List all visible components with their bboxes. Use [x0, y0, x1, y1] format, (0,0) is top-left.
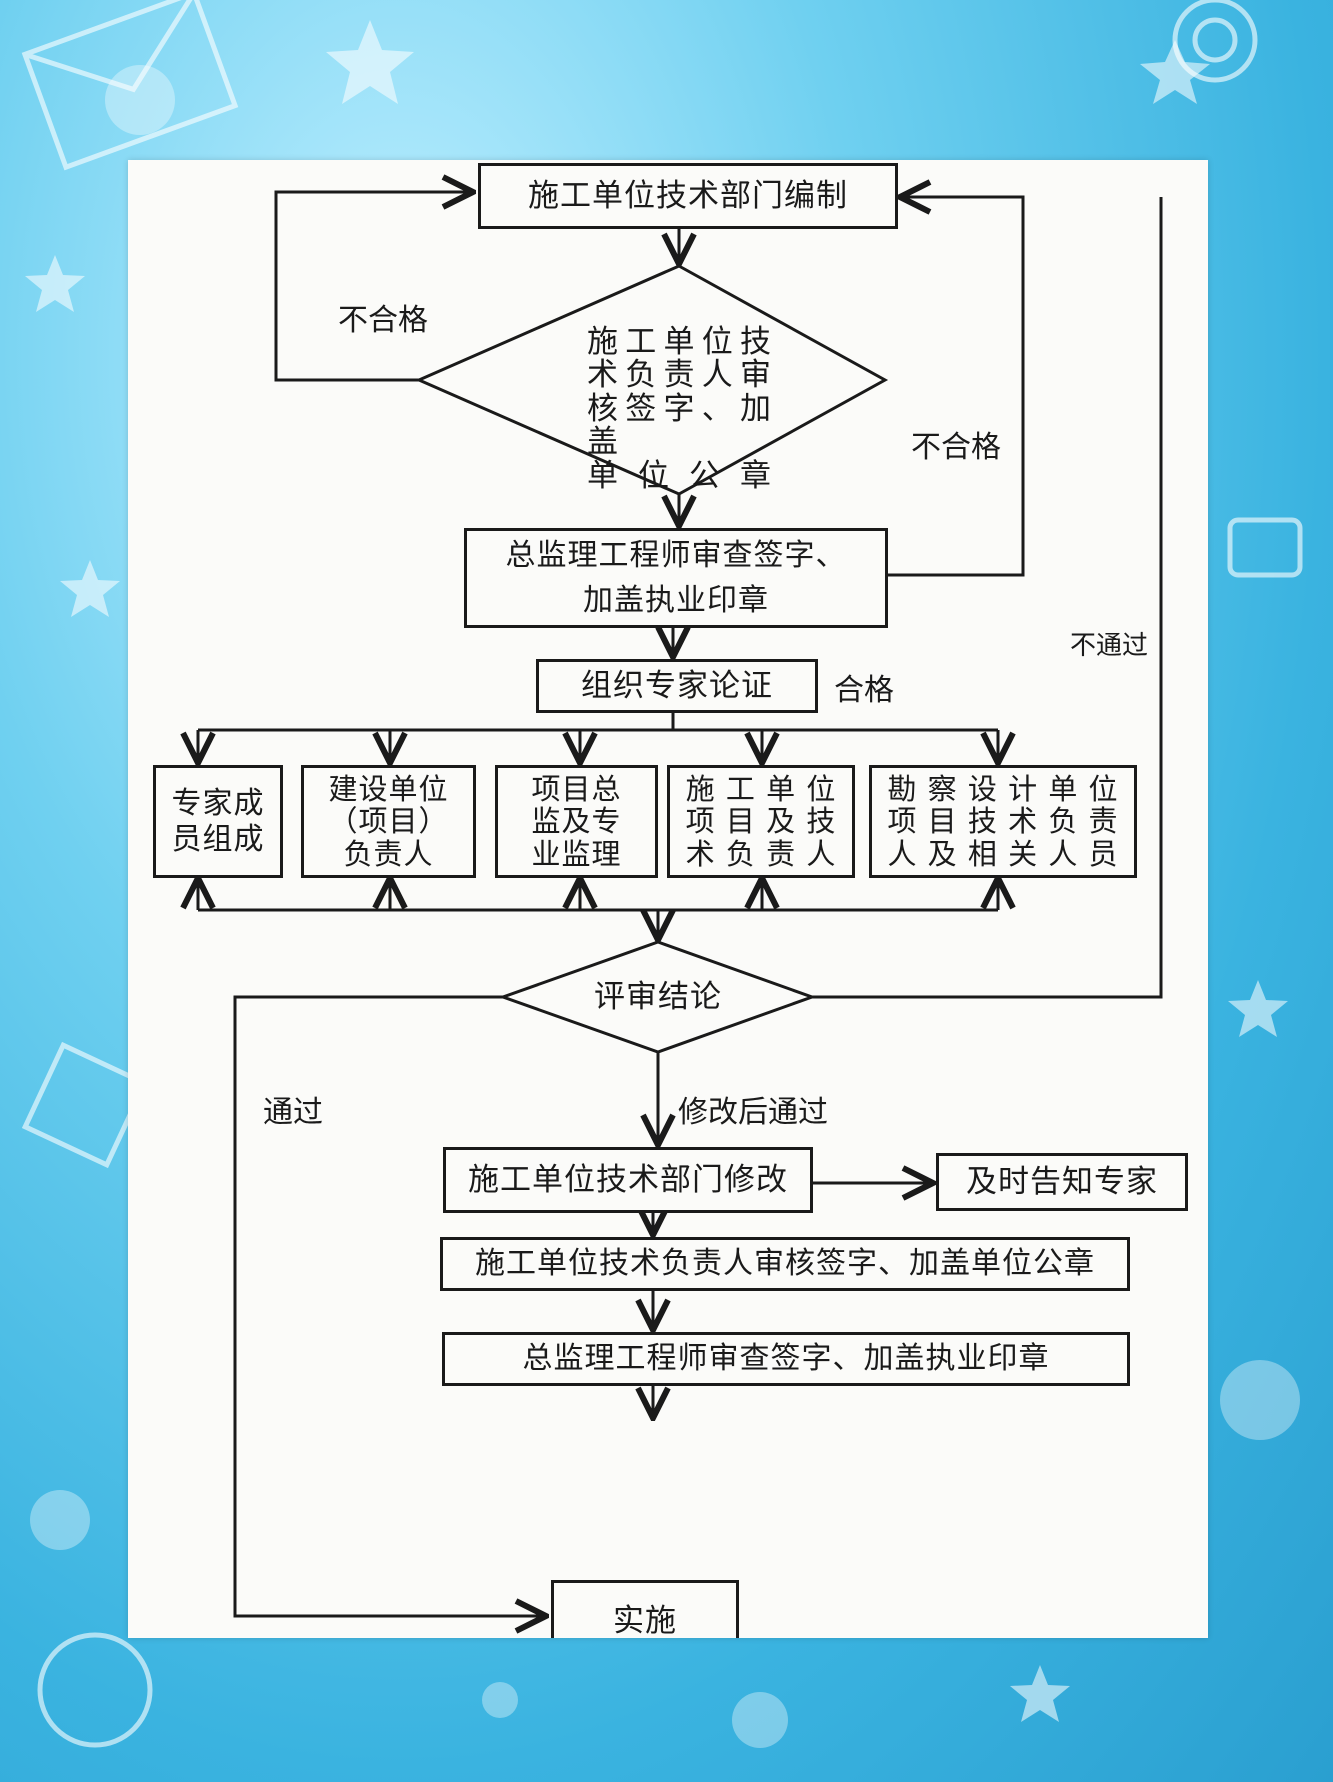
node-expert-members: 专家成 员组成	[153, 765, 283, 878]
connector-lines	[128, 160, 1163, 1638]
arrow-reject-loop	[812, 197, 1163, 999]
node-owner: 建设单位 （项目） 负责人	[301, 765, 476, 878]
label-pass-after-modify: 修改后通过	[678, 1095, 828, 1130]
node-contractor: 施 工 单 位 项 目 及 技 术 负 责 人	[667, 765, 855, 878]
node-modify: 施工单位技术部门修改	[443, 1147, 813, 1213]
node-implement: 实施	[551, 1580, 739, 1638]
node-chief-supervisor: 项目总 监及专 业监理	[495, 765, 658, 878]
label-fail-right: 不合格	[911, 430, 1001, 465]
circle-icon	[37, 1632, 153, 1748]
box-icon	[1227, 517, 1303, 578]
envelope-icon	[21, 0, 239, 171]
node-expert-org: 组织专家论证	[536, 659, 818, 713]
node-tech-review-2: 施工单位技术负责人审核签字、加盖单位公章	[440, 1237, 1130, 1291]
star-icon	[1228, 980, 1288, 1037]
arrow-pass-left	[233, 995, 546, 1616]
node-compile: 施工单位技术部门编制	[478, 163, 898, 229]
arrow-fail-right-loop	[884, 197, 1025, 577]
node-survey-design: 勘 察 设 计 单 位 项 目 技 术 负 责 人 及 相 关 人 员	[869, 765, 1137, 878]
star-icon	[25, 255, 85, 312]
node-chief-review-1: 总监理工程师审查签字、 加盖执业印章	[464, 528, 888, 628]
flowchart-paper: 施工单位技术部门编制 施工单位技 术负责人审 核签字、加盖 单 位 公 章 总监…	[128, 160, 1208, 1638]
label-fail-left: 不合格	[338, 303, 428, 338]
arrow-fail-left-loop	[274, 192, 473, 382]
star-icon	[1010, 1665, 1070, 1722]
label-reject: 不通过	[1070, 631, 1149, 661]
star-icon	[326, 20, 414, 104]
node-conclusion-text: 评审结论	[594, 978, 722, 1015]
gift-icon	[21, 1041, 149, 1169]
node-tech-review-text: 施工单位技 术负责人审 核签字、加盖 单 位 公 章	[587, 324, 771, 494]
node-notify-experts: 及时告知专家	[936, 1153, 1188, 1211]
star-icon	[1140, 40, 1210, 104]
label-pass-ok: 合格	[834, 673, 894, 708]
star-icon	[60, 560, 120, 617]
node-chief-review-2: 总监理工程师审查签字、加盖执业印章	[442, 1332, 1130, 1386]
label-pass: 通过	[263, 1095, 323, 1130]
target-icon	[1172, 0, 1258, 83]
